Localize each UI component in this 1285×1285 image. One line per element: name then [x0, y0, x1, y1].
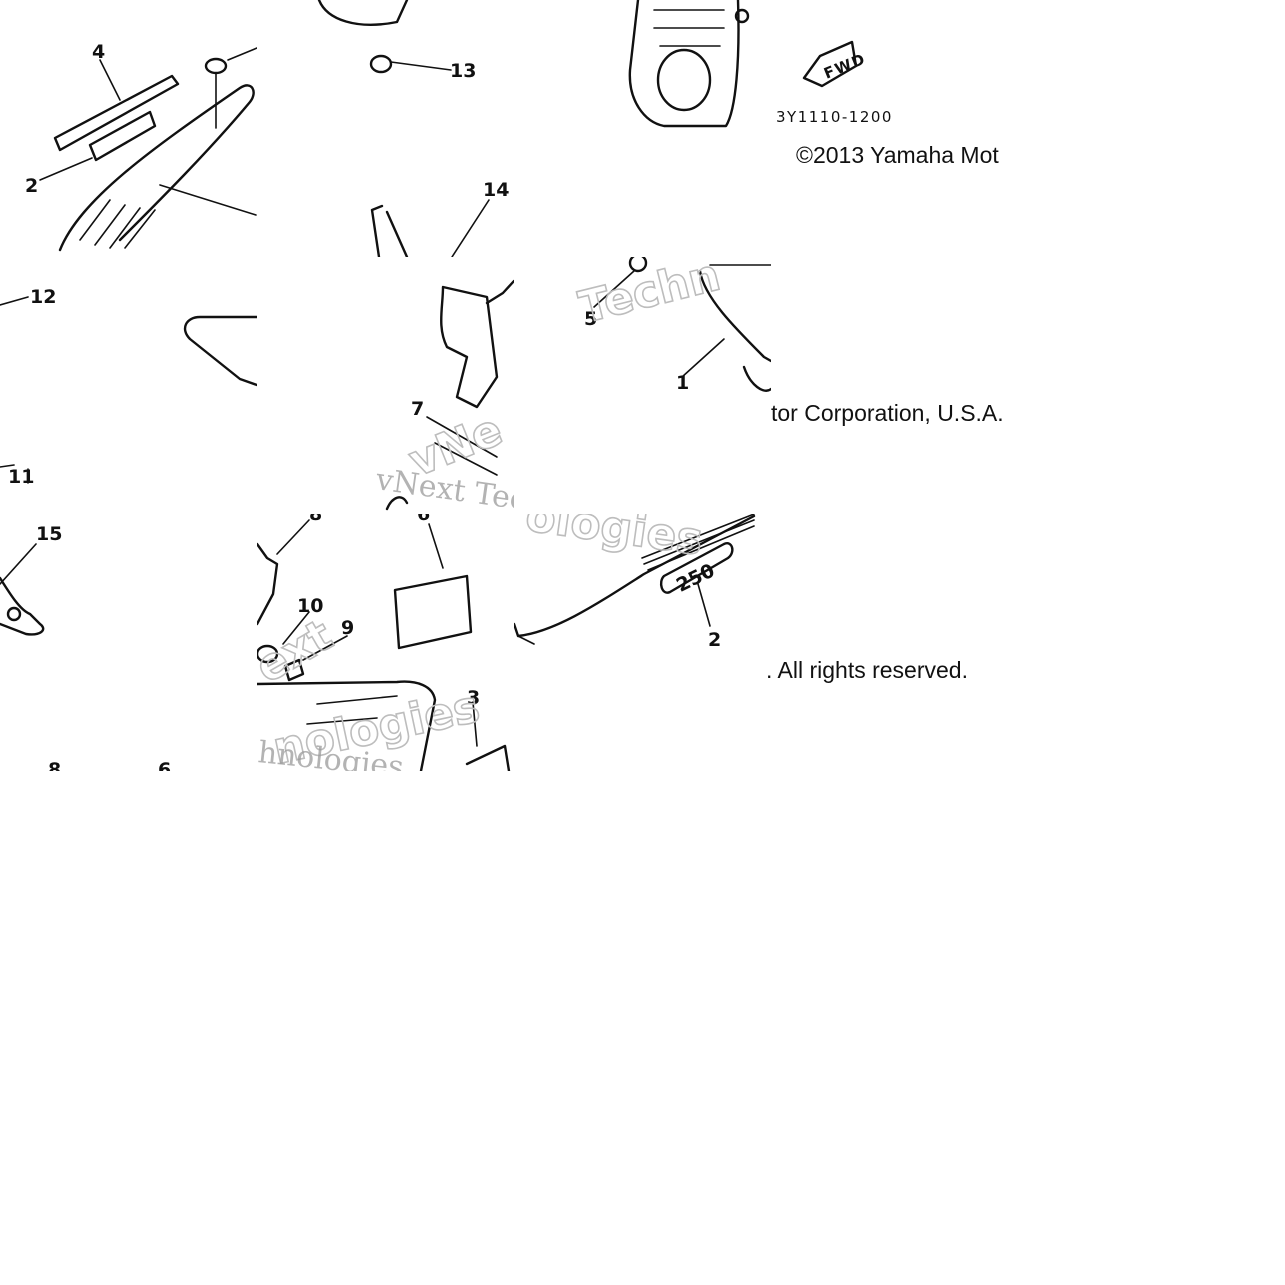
watermark-techn: Techn: [574, 257, 725, 334]
decal-strip: [53, 74, 180, 152]
tile-250-badge: 250 2 ologies: [514, 514, 771, 771]
callout-10: 10: [297, 595, 323, 617]
washer-10: [257, 644, 279, 664]
bracket-14: [370, 204, 409, 257]
callout-14: 14: [483, 179, 509, 201]
callout-2: 2: [25, 175, 38, 197]
side-cover-outline: [58, 84, 255, 252]
callout-11: 11: [8, 466, 34, 488]
cover-edge: [514, 514, 756, 638]
tile-frame-bracket-7: 7 vNext Tec vNe: [257, 257, 514, 514]
grommet-13: [369, 54, 393, 74]
chain-guard-hole: [656, 48, 712, 112]
callout-12: 12: [30, 286, 56, 308]
callout-15: 15: [36, 523, 62, 545]
copyright-line-1: ©2013 Yamaha Mot: [796, 142, 999, 168]
item-5-circle: [628, 257, 648, 273]
callout-5: 5: [584, 308, 597, 330]
tile-part-15: 15 8 6: [0, 514, 257, 771]
chain-guard-outline: [628, 0, 740, 128]
side-panel-outline: [257, 680, 437, 771]
callout-4: 4: [92, 41, 105, 63]
tile-rod-1: 5 1 Techn: [514, 257, 771, 514]
callout-6: 6: [417, 514, 430, 525]
callout-13: 13: [450, 60, 476, 82]
bolt-9: [283, 658, 305, 682]
watermark-ext: ext: [257, 610, 341, 694]
callout-7: 7: [411, 398, 424, 420]
bracket-outline: [440, 285, 499, 409]
rod-1: [698, 269, 771, 363]
fwd-arrow-icon: FWD: [802, 40, 869, 88]
callout-3: 3: [467, 687, 480, 709]
emblem-plate: [88, 110, 157, 162]
callout-2-badge: 2: [708, 629, 721, 651]
callout-1: 1: [676, 372, 689, 394]
decal-6-rect: [393, 574, 473, 650]
part-code: 3Y1110-1200: [776, 108, 893, 126]
cover-corner: [317, 0, 409, 26]
callout-8-bottom: 8: [48, 759, 61, 771]
tile-plate-12: 12 11: [0, 257, 257, 514]
stripe-3: [465, 744, 511, 771]
copyright-line-3: . All rights reserved.: [766, 657, 968, 683]
tile-chain-guard-fwd: FWD 3Y1110-1200: [514, 0, 1028, 257]
plate-12-outline: [183, 315, 257, 387]
part-15-outline: [0, 576, 45, 636]
tile-side-cover-decal: 4 2: [0, 0, 257, 257]
callout-8: 8: [309, 514, 322, 525]
callout-9: 9: [341, 617, 354, 639]
callout-6-bottom: 6: [158, 759, 171, 771]
tile-grommet-bracket: 13 14: [257, 0, 514, 257]
tile-side-panel: 8 10 9 6 3 ext nologies hnologies: [257, 514, 514, 771]
watermark-logies: ologies: [522, 514, 706, 566]
copyright-line-2: tor Corporation, U.S.A.: [771, 400, 1004, 426]
fwd-label: FWD: [821, 50, 868, 83]
panel-edge: [257, 542, 279, 626]
